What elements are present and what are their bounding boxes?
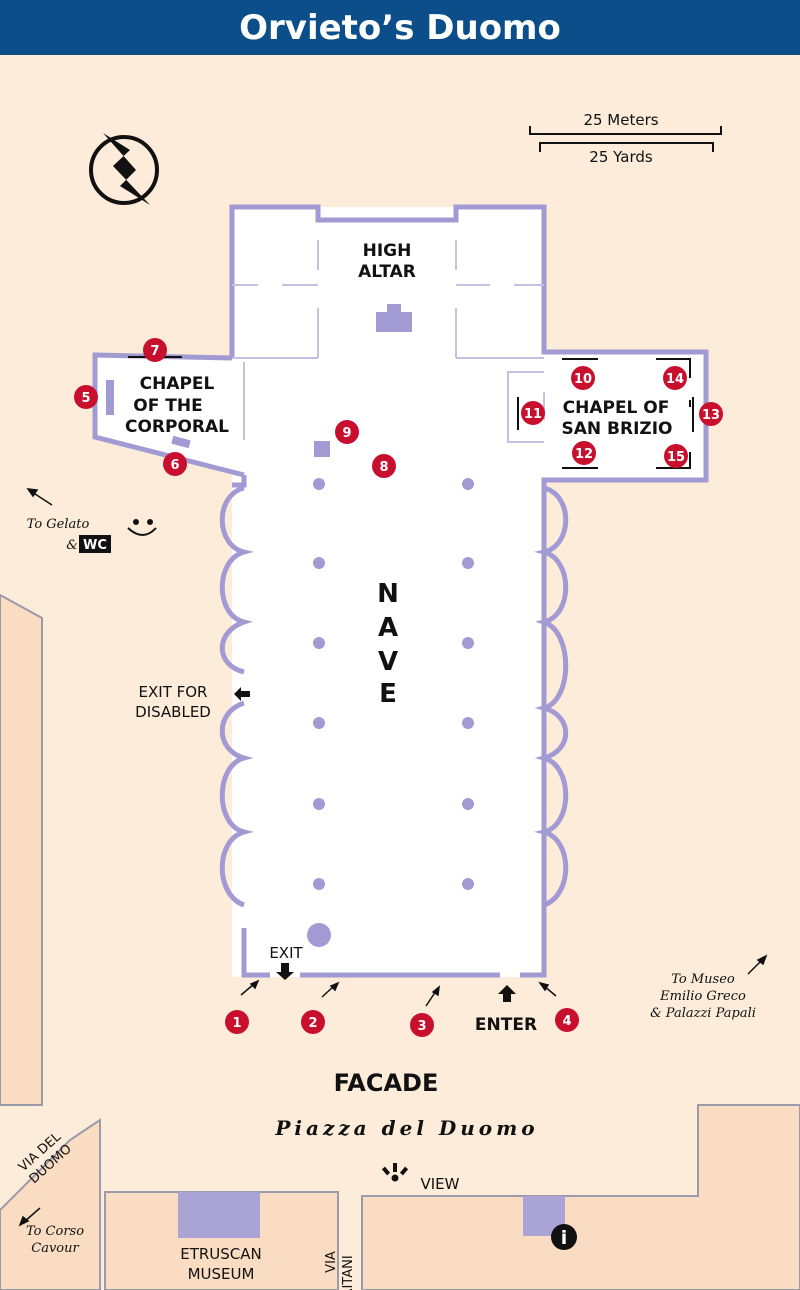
nave-letter-1: N bbox=[377, 579, 399, 609]
access-arrows bbox=[234, 687, 516, 1002]
etruscan-museum-block bbox=[178, 1192, 260, 1238]
marker-5-label: 5 bbox=[81, 391, 90, 406]
marker-13-label: 13 bbox=[702, 408, 720, 423]
marker-12[interactable]: 12 bbox=[572, 441, 596, 465]
marker-14-label: 14 bbox=[666, 372, 684, 387]
scale-meters: 25 Meters bbox=[583, 111, 658, 129]
map-title: Orvieto’s Duomo bbox=[0, 0, 800, 55]
marker-3-label: 3 bbox=[417, 1019, 426, 1034]
marker-14[interactable]: 14 bbox=[663, 366, 687, 390]
marker-15-label: 15 bbox=[667, 450, 685, 465]
marker-2[interactable]: 2 bbox=[301, 1010, 325, 1034]
building-etruscan bbox=[104, 1191, 339, 1290]
to-corso-2: Cavour bbox=[31, 1241, 79, 1256]
to-gelato-2: & bbox=[66, 538, 78, 553]
facade-label: FACADE bbox=[334, 1069, 439, 1097]
to-museo-3: & Palazzi Papali bbox=[650, 1006, 756, 1021]
direction-arrows bbox=[18, 488, 768, 1227]
marker-8-label: 8 bbox=[379, 460, 388, 475]
scale-bar bbox=[529, 126, 722, 152]
marker-10-label: 10 bbox=[574, 372, 592, 387]
marker-5[interactable]: 5 bbox=[74, 385, 98, 409]
corporal-label-1: CHAPEL bbox=[140, 374, 215, 394]
corporal-altar bbox=[106, 380, 114, 415]
marker-2-label: 2 bbox=[308, 1016, 317, 1031]
corporal-tabernacle bbox=[171, 435, 191, 449]
building-west bbox=[0, 593, 43, 1106]
marker-4-label: 4 bbox=[562, 1014, 571, 1029]
via-maitani-1: VIA bbox=[324, 1251, 339, 1273]
marker-1[interactable]: 1 bbox=[225, 1010, 249, 1034]
brizio-label-2: SAN BRIZIO bbox=[561, 419, 672, 439]
smiley-icon bbox=[127, 519, 157, 536]
marker-11-label: 11 bbox=[524, 407, 542, 422]
nave-letter-4: E bbox=[379, 679, 397, 709]
brizio-fresco-marks bbox=[517, 358, 694, 469]
cathedral-floor bbox=[95, 207, 706, 977]
via-maitani-2: MAITANI bbox=[341, 1255, 356, 1290]
exit-label: EXIT bbox=[269, 944, 303, 962]
marker-15[interactable]: 15 bbox=[664, 444, 688, 468]
marker-6-label: 6 bbox=[170, 458, 179, 473]
marker-3[interactable]: 3 bbox=[410, 1013, 434, 1037]
marker-12-label: 12 bbox=[575, 447, 593, 462]
to-museo-1: To Museo bbox=[671, 972, 735, 987]
to-gelato-1: To Gelato bbox=[27, 517, 90, 532]
marker-9[interactable]: 9 bbox=[335, 420, 359, 444]
view-icon bbox=[381, 1163, 409, 1182]
info-glyph: i bbox=[561, 1227, 568, 1249]
etruscan-label-1: ETRUSCAN bbox=[180, 1245, 262, 1263]
building-southwest bbox=[0, 1118, 101, 1290]
scale-yards: 25 Yards bbox=[589, 148, 653, 166]
high-altar-label-1: HIGH bbox=[363, 241, 412, 261]
marker-7-label: 7 bbox=[150, 344, 159, 359]
marker-10[interactable]: 10 bbox=[571, 366, 595, 390]
corporal-label-2: OF THE bbox=[133, 396, 202, 416]
north-arrow-icon bbox=[89, 133, 159, 205]
wc-badge bbox=[79, 535, 111, 553]
marker-9-label: 9 bbox=[342, 426, 351, 441]
exit-disabled-label-1: EXIT FOR bbox=[139, 683, 208, 701]
info-icon: i bbox=[551, 1224, 577, 1250]
brizio-label-1: CHAPEL OF bbox=[563, 398, 670, 418]
piazza-label: Piazza del Duomo bbox=[274, 1116, 538, 1140]
pulpit bbox=[314, 441, 330, 457]
via-maitani-label: VIA MAITANI bbox=[324, 1251, 356, 1290]
exit-disabled-label-2: DISABLED bbox=[135, 703, 211, 721]
marker-8[interactable]: 8 bbox=[372, 454, 396, 478]
high-altar-label-2: ALTAR bbox=[358, 262, 416, 282]
wc-label: WC bbox=[83, 538, 107, 553]
to-corso-1: To Corso bbox=[26, 1224, 84, 1239]
corporal-label-3: CORPORAL bbox=[125, 417, 229, 437]
marker-11[interactable]: 11 bbox=[521, 401, 545, 425]
etruscan-label-2: MUSEUM bbox=[188, 1265, 255, 1283]
marker-1-label: 1 bbox=[232, 1016, 241, 1031]
enter-label: ENTER bbox=[475, 1015, 537, 1035]
marker-6[interactable]: 6 bbox=[163, 452, 187, 476]
to-museo-2: Emilio Greco bbox=[659, 989, 746, 1004]
marker-13[interactable]: 13 bbox=[699, 402, 723, 426]
view-label: VIEW bbox=[421, 1175, 460, 1193]
marker-4[interactable]: 4 bbox=[555, 1008, 579, 1032]
nave-letter-2: A bbox=[378, 613, 398, 643]
marker-7[interactable]: 7 bbox=[143, 338, 167, 362]
nave-columns bbox=[307, 478, 474, 947]
building-southeast bbox=[361, 1104, 800, 1290]
high-altar-shape bbox=[376, 304, 412, 332]
nave-letter-3: V bbox=[378, 647, 398, 677]
